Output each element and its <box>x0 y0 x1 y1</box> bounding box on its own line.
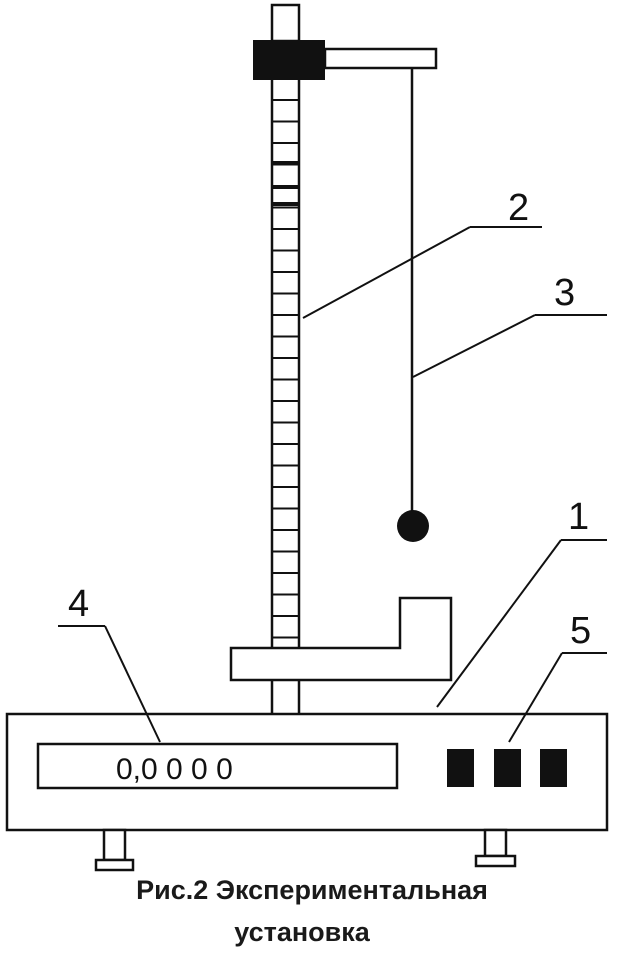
digital-display <box>36 742 399 790</box>
clamp-block <box>253 40 325 80</box>
leader-4-pointer <box>104 625 161 743</box>
scale-marker <box>272 161 299 165</box>
label-5: 5 <box>570 610 591 652</box>
left-foot <box>94 828 135 872</box>
scale-marker <box>272 202 299 206</box>
clamp-assembly <box>253 40 438 80</box>
label-4: 4 <box>68 583 89 625</box>
pendulum-bob <box>397 510 429 542</box>
scale-marker <box>272 185 299 189</box>
label-1: 1 <box>568 496 589 538</box>
leader-3-pointer <box>412 314 536 378</box>
leader-5-pointer <box>508 652 563 743</box>
right-foot <box>474 828 517 868</box>
control-button-2[interactable] <box>494 749 521 787</box>
leader-1-pointer <box>436 539 562 708</box>
column-top <box>270 3 301 43</box>
figure-caption-line-2: установка <box>234 917 371 947</box>
control-button-1[interactable] <box>447 749 474 787</box>
column-body <box>270 76 301 717</box>
leader-2-pointer <box>302 226 471 319</box>
display-reading: 0,0 0 0 0 <box>116 753 233 786</box>
leader-lines <box>58 226 607 743</box>
label-2: 2 <box>508 187 529 229</box>
base-unit: 0,0 0 0 0 <box>5 712 609 832</box>
scale-ticks <box>272 99 299 639</box>
control-button-3[interactable] <box>540 749 567 787</box>
suspension-arm <box>323 47 438 70</box>
measuring-column <box>270 3 301 717</box>
pendulum <box>397 68 429 542</box>
photogate-bracket <box>229 596 453 682</box>
figure-caption-line-1: Рис.2 Экспериментальная <box>136 875 488 905</box>
label-3: 3 <box>554 272 575 314</box>
